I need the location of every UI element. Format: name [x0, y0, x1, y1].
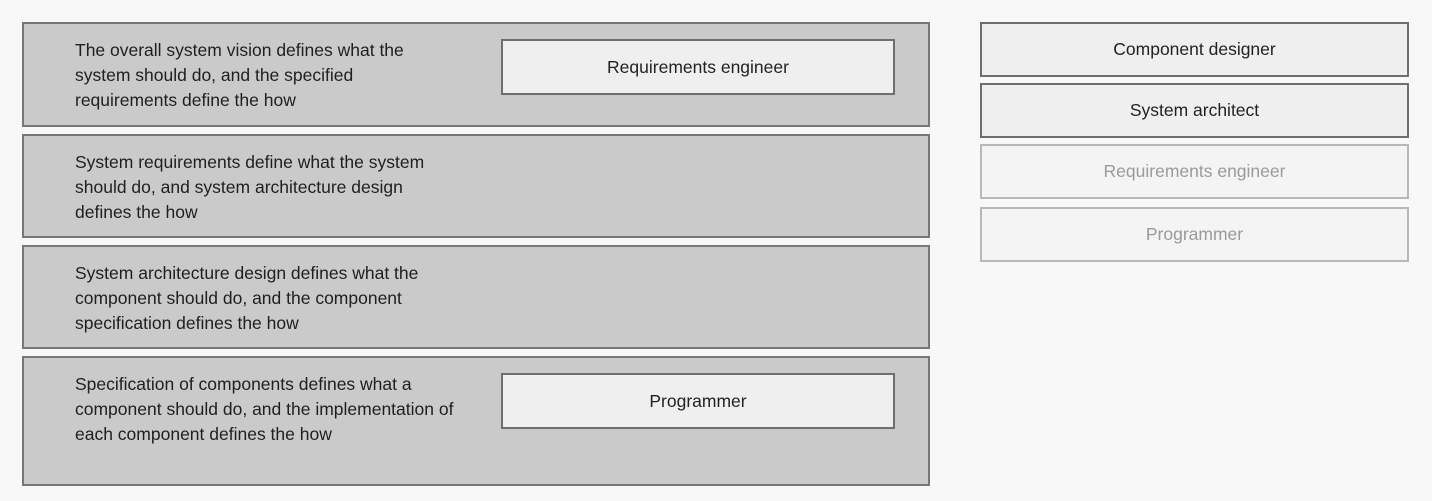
statement-text: Specification of components defines what…	[75, 374, 454, 444]
placed-answer-chip[interactable]: Programmer	[501, 373, 895, 429]
statement-row: The overall system vision defines what t…	[22, 22, 930, 127]
statement-row: Specification of components defines what…	[22, 356, 930, 486]
answer-drop-zone[interactable]	[501, 151, 895, 207]
answer-option-system-architect[interactable]: System architect	[980, 83, 1409, 138]
answer-option-component-designer[interactable]: Component designer	[980, 22, 1409, 77]
statement-row: System architecture design defines what …	[22, 245, 930, 349]
answer-option-programmer: Programmer	[980, 207, 1409, 262]
statement-text: The overall system vision defines what t…	[75, 40, 404, 110]
answer-bank: Component designer System architect Requ…	[980, 22, 1409, 268]
answer-drop-zone[interactable]	[501, 262, 895, 318]
statement-text: System requirements define what the syst…	[75, 152, 425, 222]
statement-text: System architecture design defines what …	[75, 263, 419, 333]
statement-list: The overall system vision defines what t…	[22, 22, 930, 486]
statement-row: System requirements define what the syst…	[22, 134, 930, 238]
placed-answer-chip[interactable]: Requirements engineer	[501, 39, 895, 95]
answer-drop-zone[interactable]: Programmer	[501, 373, 895, 429]
answer-drop-zone[interactable]: Requirements engineer	[501, 39, 895, 95]
answer-option-requirements-engineer: Requirements engineer	[980, 144, 1409, 199]
